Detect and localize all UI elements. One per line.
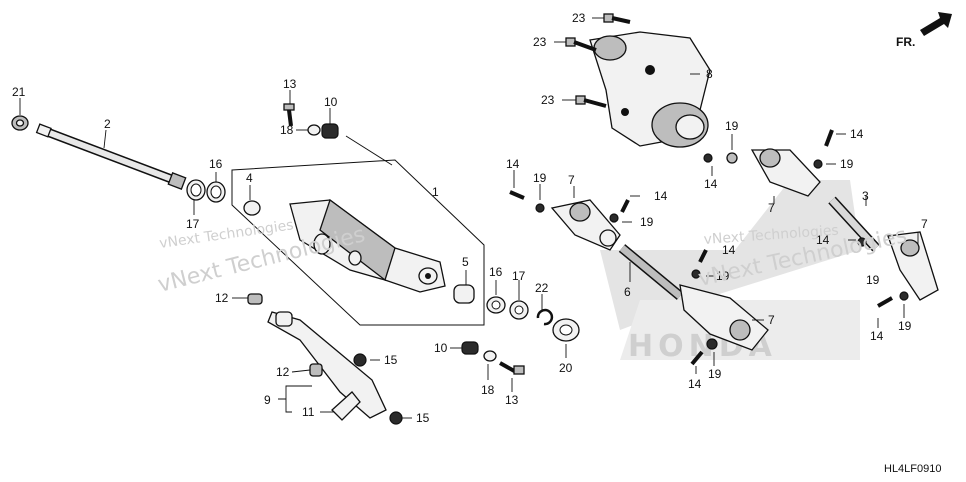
callout-9: 9 <box>264 393 271 407</box>
pinion-shaft <box>828 196 880 252</box>
leader-lines <box>19 17 919 419</box>
assembly-frame <box>231 159 485 326</box>
callout-14d: 14 <box>654 189 668 203</box>
collar <box>243 200 261 216</box>
callout-23c: 23 <box>541 93 555 107</box>
nut <box>321 123 339 139</box>
callout-11: 11 <box>302 405 315 419</box>
callout-12b: 12 <box>276 365 290 379</box>
steering-damper <box>247 293 403 425</box>
callout-12: 12 <box>215 291 229 305</box>
callout-14g: 14 <box>816 233 830 247</box>
bolt <box>283 103 295 127</box>
callout-19g: 19 <box>866 273 880 287</box>
callout-13b: 13 <box>505 393 519 407</box>
callouts: 21 2 17 16 4 13 10 18 1 5 16 17 22 12 12… <box>12 11 928 425</box>
callout-7c: 7 <box>768 313 775 327</box>
callout-7b: 7 <box>768 201 775 215</box>
callout-7d: 7 <box>921 217 928 231</box>
callout-19f: 19 <box>708 367 722 381</box>
washer <box>307 124 321 136</box>
steering-shaft <box>35 123 187 190</box>
callout-17b: 17 <box>512 269 526 283</box>
callout-17: 17 <box>186 217 200 231</box>
callout-1: 1 <box>432 185 439 199</box>
callout-23: 23 <box>572 11 586 25</box>
callout-19e: 19 <box>716 269 730 283</box>
small-fasteners <box>509 129 909 366</box>
callout-3: 3 <box>862 189 869 203</box>
callout-6: 6 <box>624 285 631 299</box>
callout-2: 2 <box>104 117 111 131</box>
callout-23b: 23 <box>533 35 547 49</box>
universal-joint-right <box>887 231 939 301</box>
callout-16: 16 <box>209 157 223 171</box>
callout-4: 4 <box>246 171 253 185</box>
callout-20: 20 <box>559 361 573 375</box>
callout-5: 5 <box>462 255 469 269</box>
callout-21: 21 <box>12 85 26 99</box>
callout-19: 19 <box>725 119 739 133</box>
callout-14e: 14 <box>722 243 736 257</box>
callout-22: 22 <box>535 281 549 295</box>
callout-19d: 19 <box>640 215 654 229</box>
callout-14f: 14 <box>688 377 702 391</box>
diagram-code: HL4LF0910 <box>884 463 942 475</box>
intermediate-shaft <box>618 244 684 300</box>
callout-19b: 19 <box>840 157 854 171</box>
callout-18: 18 <box>280 123 294 137</box>
callout-14h: 14 <box>870 329 884 343</box>
watermarks: vNext Technologies vNext Technologies vN… <box>155 217 909 298</box>
power-steering-unit <box>589 31 711 148</box>
snap-ring <box>536 308 554 326</box>
callout-14: 14 <box>704 177 718 191</box>
callout-13: 13 <box>283 77 297 91</box>
column-housing <box>289 198 446 293</box>
callout-10: 10 <box>324 95 338 109</box>
callout-10b: 10 <box>434 341 448 355</box>
universal-joint-lower <box>679 284 769 351</box>
bushing <box>453 284 475 304</box>
universal-joint <box>550 199 621 251</box>
callout-16b: 16 <box>489 265 503 279</box>
callout-15b: 15 <box>416 411 430 425</box>
direction-label: FR. <box>896 35 915 49</box>
callout-7: 7 <box>568 173 575 187</box>
callout-19c: 19 <box>533 171 547 185</box>
callout-19h: 19 <box>898 319 912 333</box>
universal-joint-upper <box>750 148 821 197</box>
callout-18b: 18 <box>481 383 495 397</box>
callout-8: 8 <box>706 67 713 81</box>
callout-14b: 14 <box>850 127 864 141</box>
front-direction-arrow: FR. <box>896 12 952 49</box>
callout-14c: 14 <box>506 157 520 171</box>
callout-15: 15 <box>384 353 398 367</box>
